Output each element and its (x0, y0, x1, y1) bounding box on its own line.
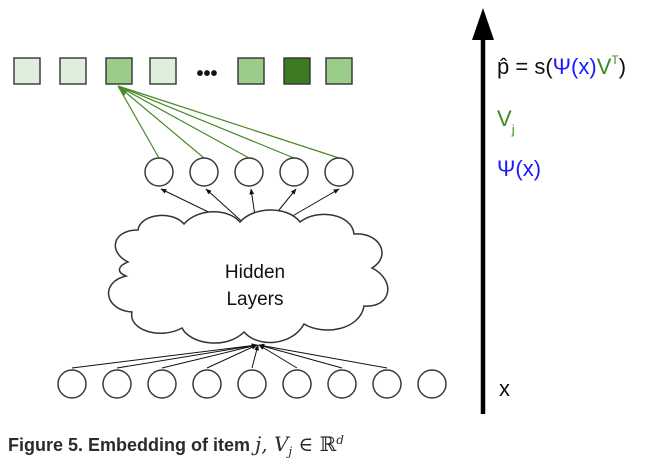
hidden-layers-cloud (108, 209, 389, 344)
output-square (13, 57, 41, 85)
input-node (372, 369, 402, 399)
arrow (258, 344, 298, 369)
input-node (192, 369, 222, 399)
output-square (283, 57, 311, 85)
figure-caption: Figure 5. Embedding of item j, Vj ∈ ℝd (8, 432, 344, 459)
psi-label: Ψ(x) (497, 156, 541, 181)
arrow (116, 343, 258, 369)
embedding-line (117, 85, 295, 159)
output-square (149, 57, 177, 85)
hidden-node (144, 157, 174, 187)
caption-label: Figure 5. Embedding of item (8, 435, 256, 455)
arrow (71, 343, 258, 369)
arrow (258, 344, 343, 369)
formula-v: V (597, 54, 612, 79)
embedding-lines (117, 85, 340, 159)
caption-math-rest: ∈ ℝ (292, 432, 337, 456)
embedding-arrowhead (118, 86, 128, 96)
formula-transpose: T (611, 53, 619, 67)
x-label: x (499, 376, 510, 401)
arrow (258, 343, 388, 369)
p-hat: p̂ (497, 54, 509, 79)
ellipsis-dots: ••• (196, 63, 217, 85)
hidden-node (189, 157, 219, 187)
vj-v: V (497, 106, 512, 131)
input-nodes (57, 369, 447, 399)
arrow (251, 344, 259, 369)
caption-math-sub: j (288, 444, 293, 459)
cloud-label-layers: Layers (226, 289, 283, 310)
input-node (147, 369, 177, 399)
embedding-line (117, 85, 160, 159)
caption-math: j, V (255, 432, 289, 456)
formula-close: ) (619, 54, 626, 79)
hidden-node (279, 157, 309, 187)
embedding-line (117, 85, 340, 159)
input-node (102, 369, 132, 399)
output-square (237, 57, 265, 85)
input-node (417, 369, 447, 399)
arrow (161, 343, 258, 369)
output-square (59, 57, 87, 85)
output-squares (13, 57, 353, 85)
vertical-axis-arrowhead (472, 8, 494, 40)
output-square-item-j (105, 57, 133, 85)
input-node (237, 369, 267, 399)
input-node (57, 369, 87, 399)
vj-sub: j (511, 122, 515, 137)
hidden-node (234, 157, 264, 187)
vj-label: Vj (497, 106, 515, 137)
input-node (282, 369, 312, 399)
embedding-diagram: ••• Hidden Layers (13, 8, 626, 414)
embedding-line (117, 85, 205, 159)
input-node (327, 369, 357, 399)
input-to-cloud-arrows (71, 343, 388, 369)
formula-label: p̂ = s(Ψ(x)VT) (497, 53, 626, 79)
formula-psi: Ψ(x) (553, 54, 597, 79)
output-square (325, 57, 353, 85)
formula-equals: = s( (509, 54, 553, 79)
top-hidden-nodes (144, 157, 354, 187)
arrow (206, 344, 258, 369)
hidden-node (324, 157, 354, 187)
caption-math-sup: d (336, 433, 344, 447)
embedding-line (117, 85, 250, 159)
cloud-label-hidden: Hidden (225, 262, 285, 283)
